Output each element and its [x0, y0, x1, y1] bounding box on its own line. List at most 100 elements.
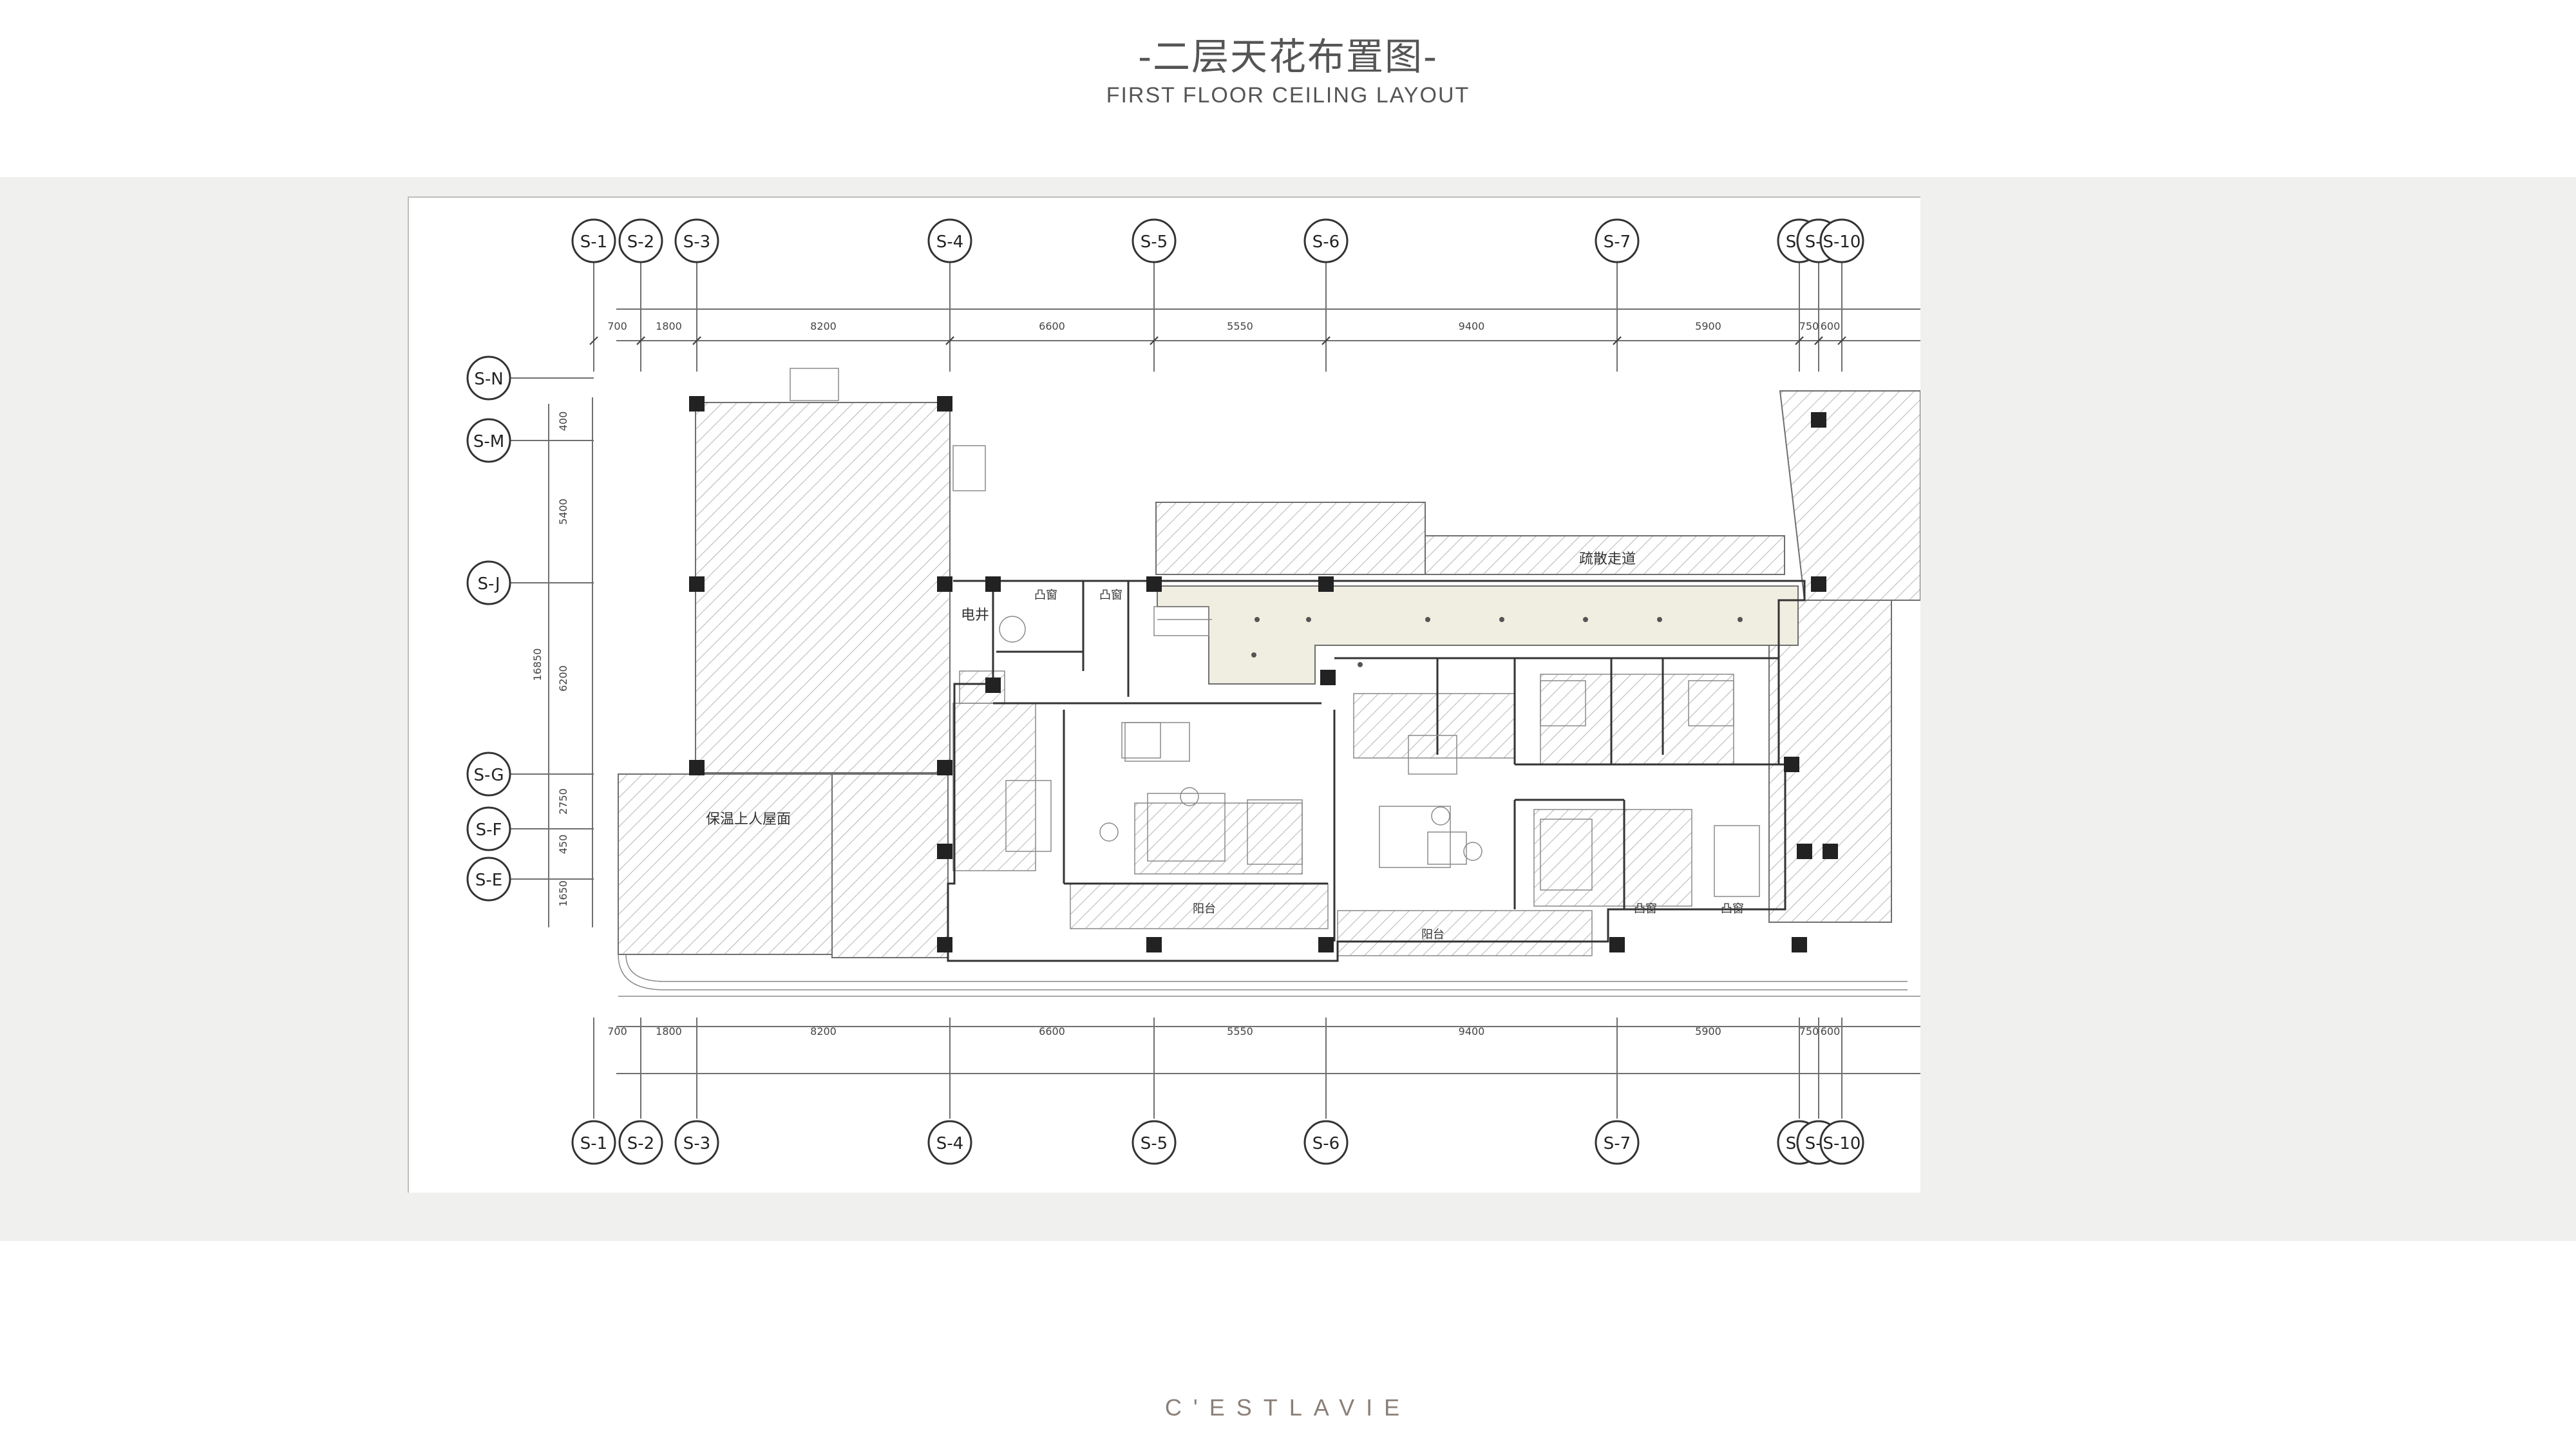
- column-spacing-label: 600: [1821, 320, 1841, 332]
- row-spacing-label: 6200: [557, 665, 569, 692]
- bay-window-a-label: 凸窗: [1034, 589, 1057, 602]
- column-spacing-label: 5900: [1695, 320, 1721, 332]
- structural-column: [689, 576, 705, 592]
- row-spacing-label: 450: [557, 835, 569, 855]
- structural-column: [1320, 670, 1336, 685]
- walls: [947, 580, 1806, 962]
- grid-column-label: S-7: [1604, 232, 1631, 252]
- column-spacing-label: 9400: [1459, 1025, 1485, 1037]
- grid-row-label: S-F: [476, 820, 502, 840]
- grid-column-label: S-4: [936, 1134, 963, 1153]
- grid-bubble: [927, 1120, 972, 1165]
- grid-row-label: S-M: [473, 432, 504, 451]
- grid-row-label: S-G: [474, 766, 504, 785]
- structural-column: [1823, 844, 1838, 859]
- grid-column-label: S-3: [683, 1134, 710, 1153]
- grid-column-label: S-1: [580, 232, 607, 252]
- grid-column-label: S-10: [1823, 232, 1861, 252]
- grid-bubble: [1132, 1120, 1177, 1165]
- grid-bubble: [466, 857, 511, 902]
- structural-column: [1811, 412, 1826, 428]
- structural-column: [1784, 757, 1799, 772]
- grid-bubble: [1303, 218, 1349, 263]
- column-spacing-label: 700: [607, 320, 627, 332]
- structural-column: [985, 677, 1001, 693]
- grid-bubble: [674, 218, 719, 263]
- structural-column: [1811, 576, 1826, 592]
- grid-bubble: [466, 418, 511, 463]
- column-spacing-label: 700: [607, 1025, 627, 1037]
- floor-plan: S-1S-1S-2S-2S-3S-3S-4S-4S-5S-5S-6S-6S-7S…: [466, 218, 1920, 1165]
- column-spacing-label: 1800: [656, 1025, 682, 1037]
- grid-bubble: [1132, 218, 1177, 263]
- room-labels: 保温上人屋面 疏散走道 电井 凸窗 凸窗 凸窗 凸窗 阳台 阳台: [706, 551, 1744, 942]
- column-spacing-label: 8200: [810, 320, 837, 332]
- structural-column: [1146, 576, 1162, 592]
- structural-column: [937, 396, 952, 412]
- shaft-label: 电井: [961, 607, 989, 623]
- grid-bubble: [466, 560, 511, 605]
- roof-area: [695, 402, 951, 773]
- row-spacing-label: 400: [557, 412, 569, 431]
- column-spacing-label: 750: [1799, 320, 1819, 332]
- terrace-area: [618, 773, 833, 955]
- grid-bubble: [618, 218, 663, 263]
- brand-logo: C'ESTLAVIE: [1164, 1394, 1412, 1421]
- structural-column: [1318, 576, 1334, 592]
- grid-column-label: S-6: [1312, 1134, 1340, 1153]
- row-total-label: 16850: [531, 649, 544, 681]
- grid-column-label: S-2: [627, 232, 654, 252]
- grid-bubble: [1595, 218, 1640, 263]
- row-spacing-label: 5400: [557, 498, 569, 525]
- interior-details: [618, 368, 1920, 997]
- grid-column-label: S-10: [1823, 1134, 1861, 1153]
- column-spacing-label: 750: [1799, 1025, 1819, 1037]
- column-spacing-label: 6600: [1039, 320, 1065, 332]
- corridor-label: 疏散走道: [1579, 551, 1636, 567]
- structural-column: [689, 760, 705, 775]
- grid-row-label: S-J: [477, 574, 500, 594]
- ceiling-lights: [1251, 617, 1743, 667]
- grid-column-label: S-5: [1141, 1134, 1168, 1153]
- grid-bubble: [927, 218, 972, 263]
- corridor-outer: [1155, 502, 1426, 575]
- structural-column: [937, 844, 952, 859]
- row-spacing-label: 2750: [557, 788, 569, 815]
- structural-column: [985, 576, 1001, 592]
- column-spacing-label: 5900: [1695, 1025, 1721, 1037]
- balcony-b-label: 阳台: [1421, 928, 1444, 942]
- grid-column-label: S-6: [1312, 232, 1340, 252]
- bay-window-d-label: 凸窗: [1721, 902, 1744, 916]
- grid-column-label: S-4: [936, 232, 963, 252]
- grid-row-label: S-N: [474, 370, 503, 389]
- grid-bubble: [1595, 1120, 1640, 1165]
- balcony-a-label: 阳台: [1193, 902, 1216, 916]
- terrace-label: 保温上人屋面: [706, 811, 791, 828]
- title-block: -二层天花布置图- FIRST FLOOR CEILING LAYOUT: [0, 31, 2576, 108]
- grid-bubble: [466, 752, 511, 797]
- structural-column: [1146, 937, 1162, 952]
- structural-column: [1792, 937, 1807, 952]
- grid-column-label: S-7: [1604, 1134, 1631, 1153]
- bay-window-c-label: 凸窗: [1634, 902, 1657, 916]
- row-spacing-label: 1650: [557, 880, 569, 907]
- structural-column: [1797, 844, 1812, 859]
- corridor-ceiling: [1157, 585, 1799, 685]
- column-spacing-label: 1800: [656, 320, 682, 332]
- grid-bubble: [618, 1120, 663, 1165]
- grid-bubble: [1819, 218, 1864, 263]
- hatched-areas: [618, 390, 1920, 958]
- grid-bubble: [571, 218, 616, 263]
- structural-column: [689, 396, 705, 412]
- page-title: -二层天花布置图-: [1138, 35, 1438, 79]
- grid-column-label: S-3: [683, 232, 710, 252]
- structural-column: [1318, 937, 1334, 952]
- grid-bubble: [466, 806, 511, 851]
- grid-column-label: S-5: [1141, 232, 1168, 252]
- column-spacing-label: 8200: [810, 1025, 837, 1037]
- dimension-lines-top: [548, 308, 1920, 1074]
- structural-column: [1609, 937, 1625, 952]
- grid-bubble: [466, 355, 511, 401]
- grid-bubble: [1819, 1120, 1864, 1165]
